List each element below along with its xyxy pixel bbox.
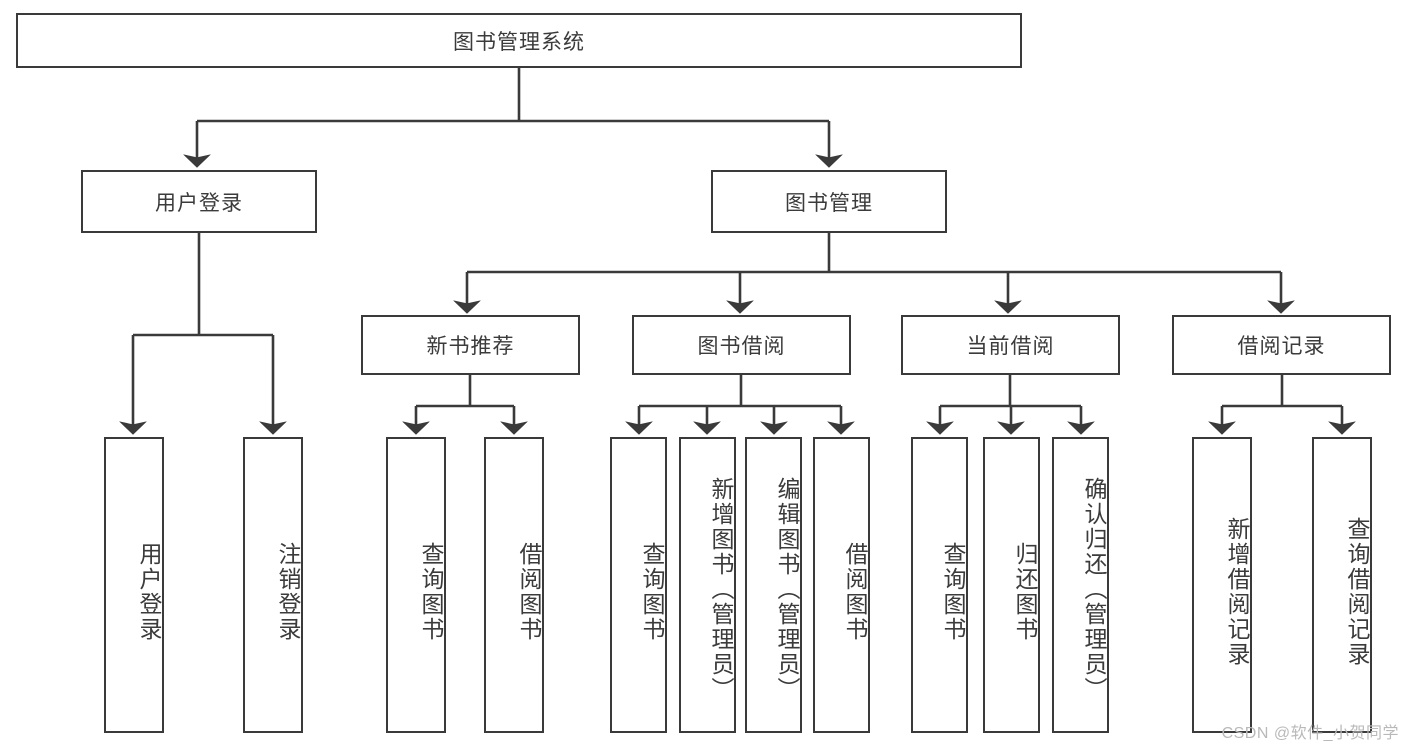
node-leaf-add-book-admin[interactable]: 新增图书（管理员）	[679, 437, 736, 733]
node-leaf-query-borrow-record[interactable]: 查询借阅记录	[1312, 437, 1372, 733]
node-leaf-edit-book-admin[interactable]: 编辑图书（管理员）	[745, 437, 802, 733]
node-leaf-query-book-current[interactable]: 查询图书	[911, 437, 968, 733]
node-leaf-add-borrow-record[interactable]: 新增借阅记录	[1192, 437, 1252, 733]
node-leaf-query-book[interactable]: 查询图书	[610, 437, 667, 733]
node-leaf-confirm-return-admin[interactable]: 确认归还（管理员）	[1052, 437, 1109, 733]
node-leaf-query-book-new[interactable]: 查询图书	[386, 437, 446, 733]
node-leaf-return-book[interactable]: 归还图书	[983, 437, 1040, 733]
node-leaf-borrow-book[interactable]: 借阅图书	[813, 437, 870, 733]
node-level3-borrow-records[interactable]: 借阅记录	[1172, 315, 1391, 375]
node-level3-current-borrow[interactable]: 当前借阅	[901, 315, 1120, 375]
node-level3-new-book-recommend[interactable]: 新书推荐	[361, 315, 580, 375]
node-leaf-borrow-book-new[interactable]: 借阅图书	[484, 437, 544, 733]
node-leaf-logout[interactable]: 注销登录	[243, 437, 303, 733]
node-level3-book-borrow[interactable]: 图书借阅	[632, 315, 851, 375]
node-level2-user-login[interactable]: 用户登录	[81, 170, 317, 233]
node-level2-book-management[interactable]: 图书管理	[711, 170, 947, 233]
node-root[interactable]: 图书管理系统	[16, 13, 1022, 68]
csdn-watermark: CSDN @软件_小贺同学	[1221, 725, 1399, 742]
node-leaf-user-login[interactable]: 用户登录	[104, 437, 164, 733]
